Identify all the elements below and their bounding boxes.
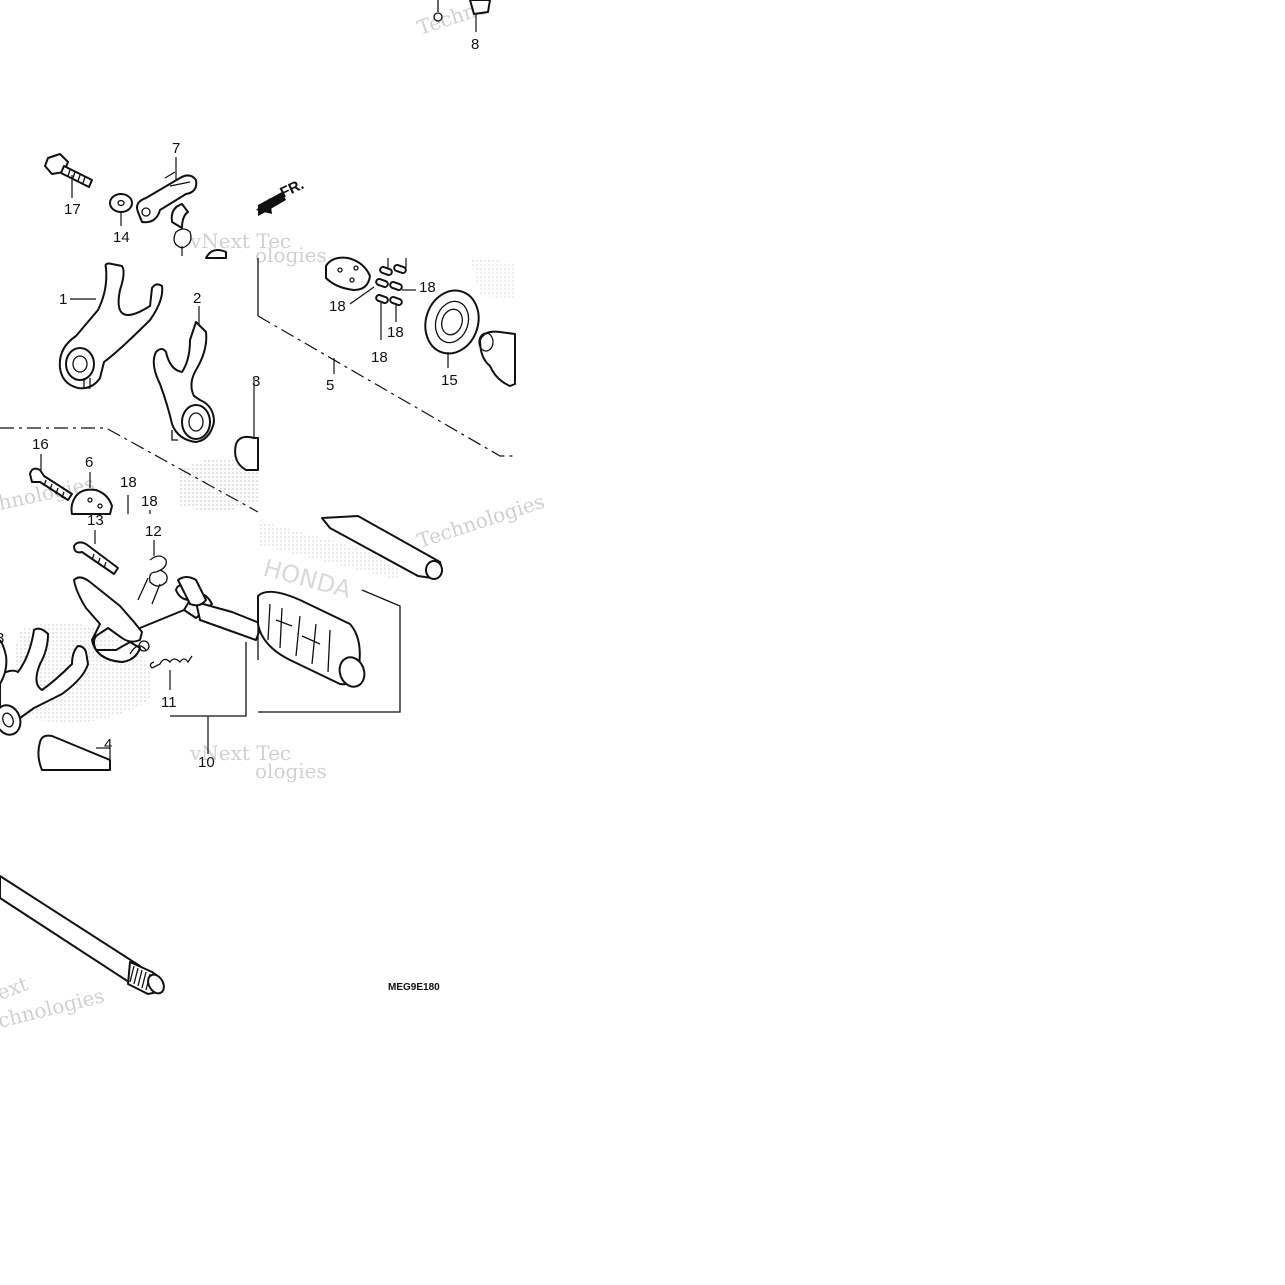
callout-6: 6: [85, 454, 93, 471]
callout-15: 15: [441, 372, 458, 389]
part-18-pins-upper: [349, 258, 416, 340]
callout-10: 10: [198, 754, 215, 771]
callout-18: 18: [120, 474, 137, 491]
watermark-text: ologies: [255, 759, 327, 783]
part-11-spring: [149, 655, 193, 690]
callout-3: 3: [0, 630, 4, 647]
callout-18: 18: [419, 279, 436, 296]
watermark-text: ologies: [255, 243, 327, 267]
callout-14: 14: [113, 229, 130, 246]
part-10-shift-drum-assembly: [73, 576, 401, 754]
part-shift-shaft-upper: [321, 515, 443, 580]
watermark-text: ext: [0, 971, 31, 1004]
callout-1: 1: [59, 291, 67, 308]
watermarks: Techno vNext Tec ologies Technologies hn…: [0, 0, 547, 1033]
part-5-cluster: [257, 256, 515, 457]
front-arrow: FR.: [256, 176, 307, 216]
callout-3-upper: 3: [252, 373, 260, 390]
watermark-text: vNext Tec: [189, 229, 291, 253]
callout-7: 7: [172, 140, 180, 157]
callout-labels: 8 7 17 14 1 2 3 18 18 18 18 5 15 16 6 18…: [0, 36, 479, 993]
callout-18: 18: [371, 349, 388, 366]
drawing-code: MEG9E180: [388, 982, 440, 993]
part-6-plate-group: [0, 427, 259, 515]
part-12-spring: [137, 540, 168, 605]
callout-18: 18: [387, 324, 404, 341]
part-14-washer: [109, 193, 133, 226]
part-9-fragment: [205, 249, 227, 259]
callout-2: 2: [193, 290, 201, 307]
callout-5: 5: [326, 377, 334, 394]
callout-18: 18: [141, 493, 158, 510]
part-8-fragment: [433, 0, 491, 32]
part-4-shaft: [37, 734, 111, 771]
watermark-text: Technologies: [414, 489, 547, 553]
part-3-shift-fork: [0, 627, 89, 736]
part-15-bearing: [424, 289, 480, 368]
callout-12: 12: [145, 523, 162, 540]
part-7-arm: [136, 157, 198, 256]
part-2-shift-fork: [152, 306, 215, 443]
callout-18: 18: [329, 298, 346, 315]
callout-16: 16: [32, 436, 49, 453]
part-shaft-end-fragment: [478, 330, 516, 387]
callout-8: 8: [471, 36, 479, 53]
part-13-bolt: [73, 530, 119, 575]
part-long-shaft-bottom: [0, 875, 165, 995]
callout-11: 11: [161, 694, 177, 711]
watermark-text: vNext Tec: [189, 741, 291, 765]
callout-13: 13: [87, 512, 104, 529]
front-arrow-label: FR.: [278, 176, 307, 202]
part-3-fragment: [234, 378, 259, 471]
part-1-shift-fork: [58, 262, 164, 390]
callout-17: 17: [64, 201, 81, 218]
callout-4: 4: [104, 736, 112, 753]
part-17-bolt: [44, 153, 93, 198]
